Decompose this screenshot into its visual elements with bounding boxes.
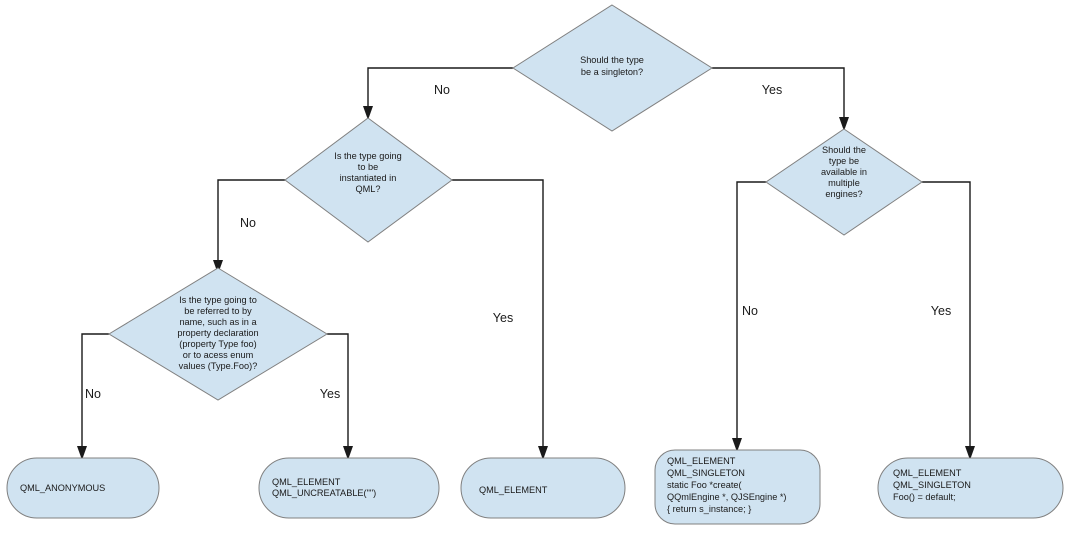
edge-d2-yes xyxy=(452,179,544,450)
decision-instantiated-line-2: instantiated in xyxy=(340,173,397,183)
edge-d3-yes xyxy=(327,333,349,450)
decision-instantiated-line-3: QML? xyxy=(355,184,380,194)
decision-referred-line-5: or to acess enum xyxy=(183,350,254,360)
terminal-qml-uncreatable[interactable]: QML_ELEMENT QML_UNCREATABLE("") xyxy=(258,457,440,519)
edge-label-d1-yes: Yes xyxy=(762,83,782,97)
decision-engines-line-4: engines? xyxy=(825,189,862,199)
edge-d1-no xyxy=(367,67,513,110)
edge-d1-yes xyxy=(712,67,845,121)
decision-engines-line-2: available in xyxy=(821,167,867,177)
terminal-qml-singleton-create[interactable]: QML_ELEMENT QML_SINGLETON static Foo *cr… xyxy=(654,449,821,525)
terminal-singleton-create-line-0: QML_ELEMENT xyxy=(667,456,736,466)
decision-referred-line-2: name, such as in a xyxy=(179,317,257,327)
terminal-singleton-create-line-4: { return s_instance; } xyxy=(667,504,751,514)
arrowhead-d2-yes xyxy=(538,446,548,460)
decision-referred-line-0: Is the type going to xyxy=(179,295,257,305)
edge-d4-no xyxy=(736,181,766,442)
terminal-qml-element-line-0: QML_ELEMENT xyxy=(479,485,548,495)
decision-singleton-line-1: be a singleton? xyxy=(581,67,643,77)
edge-labels-layer: No Yes No Yes No Yes No Yes xyxy=(85,83,951,401)
decision-instantiated-line-0: Is the type going xyxy=(334,151,401,161)
decision-engines-line-3: multiple xyxy=(828,178,860,188)
decision-instantiated[interactable]: Is the type going to be instantiated in … xyxy=(284,117,453,243)
decision-instantiated-line-1: to be xyxy=(358,162,378,172)
terminal-singleton-default-line-1: QML_SINGLETON xyxy=(893,480,971,490)
rounded-box-shape xyxy=(460,457,626,519)
decision-singleton[interactable]: Should the type be a singleton? xyxy=(512,4,713,132)
terminal-singleton-default-line-2: Foo() = default; xyxy=(893,492,956,502)
decision-singleton-line-0: Should the type xyxy=(580,55,644,65)
decision-referred-line-1: be referred to by xyxy=(184,306,252,316)
terminal-singleton-default-line-0: QML_ELEMENT xyxy=(893,468,962,478)
decision-engines-line-1: type be xyxy=(829,156,859,166)
edge-d2-no xyxy=(217,179,285,264)
diamond-shape xyxy=(512,4,713,132)
edge-label-d1-no: No xyxy=(434,83,450,97)
edge-label-d3-no: No xyxy=(85,387,101,401)
terminal-qml-singleton-default[interactable]: QML_ELEMENT QML_SINGLETON Foo() = defaul… xyxy=(877,457,1064,519)
rounded-box-shape xyxy=(258,457,440,519)
terminal-singleton-create-line-3: QQmlEngine *, QJSEngine *) xyxy=(667,492,787,502)
edge-label-d3-yes: Yes xyxy=(320,387,340,401)
arrowhead-d1-no xyxy=(363,106,373,120)
rounded-box-shape xyxy=(877,457,1064,519)
terminal-qml-uncreatable-line-1: QML_UNCREATABLE("") xyxy=(272,488,376,498)
edge-label-d2-no: No xyxy=(240,216,256,230)
terminal-singleton-create-line-1: QML_SINGLETON xyxy=(667,468,745,478)
decision-referred-line-4: (property Type foo) xyxy=(179,339,256,349)
decision-multiple-engines[interactable]: Should the type be available in multiple… xyxy=(765,128,923,236)
decision-referred-line-3: property declaration xyxy=(177,328,258,338)
terminal-singleton-create-line-2: static Foo *create( xyxy=(667,480,742,490)
terminal-qml-uncreatable-line-0: QML_ELEMENT xyxy=(272,477,341,487)
decision-referred-by-name[interactable]: Is the type going to be referred to by n… xyxy=(108,267,328,401)
decision-referred-line-6: values (Type.Foo)? xyxy=(179,361,258,371)
edge-label-d4-yes: Yes xyxy=(931,304,951,318)
edge-label-d4-no: No xyxy=(742,304,758,318)
edge-d3-no xyxy=(81,333,109,450)
rounded-box-shape xyxy=(6,457,160,519)
terminal-qml-anonymous-line-0: QML_ANONYMOUS xyxy=(20,483,105,493)
diamond-shape xyxy=(284,117,453,243)
arrowhead-d4-yes xyxy=(965,446,975,460)
arrowhead-d3-no xyxy=(77,446,87,460)
arrowhead-d1-yes xyxy=(839,117,849,131)
edge-label-d2-yes: Yes xyxy=(493,311,513,325)
terminal-qml-anonymous[interactable]: QML_ANONYMOUS xyxy=(6,457,160,519)
decision-engines-line-0: Should the xyxy=(822,145,866,155)
rounded-box-shape xyxy=(654,449,821,525)
diamond-shape xyxy=(108,267,328,401)
arrowhead-d2-no xyxy=(213,260,223,274)
edges-layer xyxy=(77,67,975,460)
arrowhead-d3-yes xyxy=(343,446,353,460)
edge-d4-yes xyxy=(922,181,971,450)
terminal-qml-element[interactable]: QML_ELEMENT xyxy=(460,457,626,519)
diamond-shape xyxy=(765,128,923,236)
arrowhead-d4-no xyxy=(732,438,742,452)
